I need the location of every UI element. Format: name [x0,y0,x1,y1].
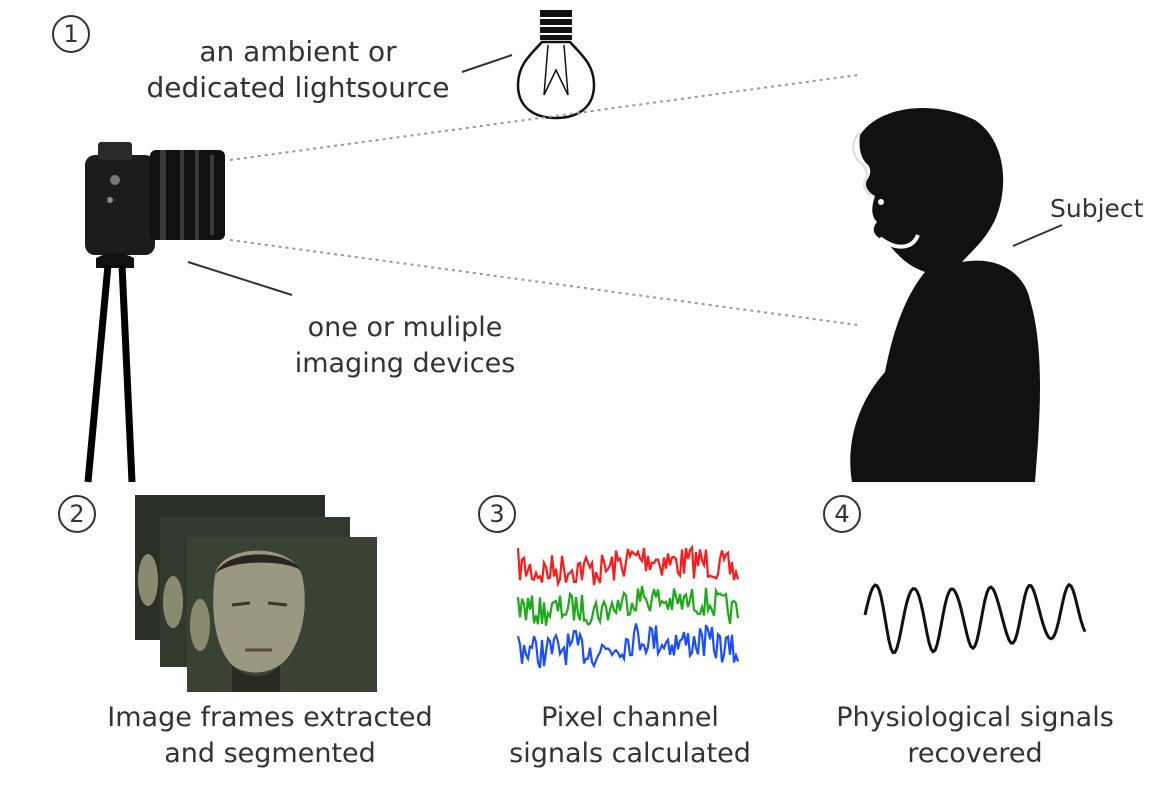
imaging-devices-label: one or muliple imaging devices [294,312,516,379]
blue-channel-signal [516,623,740,669]
subject-silhouette [850,108,1040,482]
view-line-top [229,74,859,161]
view-line-bottom [229,239,859,326]
tripod-icon [84,253,136,483]
red-channel-signal [516,544,740,588]
pixel-signals-caption: Pixel channel signals calculated [509,702,751,769]
step-3-marker: 3 [478,495,516,533]
face-frames-stack [135,495,377,692]
face-photo [213,550,305,673]
light-source-label: an ambient or dedicated lightsource [146,35,450,104]
subject-label: Subject [1050,194,1144,223]
frames-caption: Image frames extracted and segmented [107,702,433,769]
pixel-channel-plot [516,544,740,669]
physiological-signal [863,582,1087,655]
green-channel-signal [516,585,740,626]
step-2-marker: 2 [58,495,96,533]
step-1-marker: 1 [52,15,90,53]
step-4-marker: 4 [823,495,861,533]
physiological-signals-caption: Physiological signals recovered [836,702,1114,769]
subject-leader-line [1012,224,1063,247]
imaging-devices-leader-line [187,261,293,296]
camera-icon [85,142,225,255]
light-bulb-icon [516,10,596,120]
light-source-leader-line [461,54,513,73]
